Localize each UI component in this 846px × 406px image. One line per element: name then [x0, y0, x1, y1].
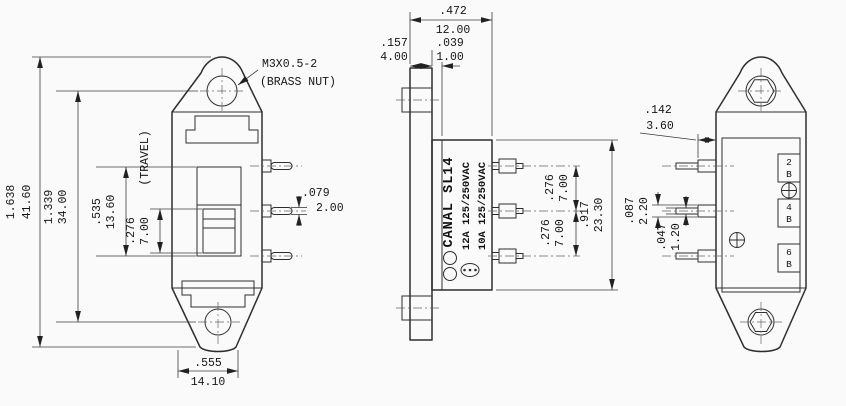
- terminal-2-code: B: [786, 169, 792, 180]
- back-terminal-pins: [662, 159, 734, 263]
- side-mounting-plate: [409, 67, 433, 341]
- dim-holes-mm: 34.00: [57, 190, 70, 225]
- back-view: 2 B 4 B 6 B: [624, 56, 807, 353]
- side-terminals: [488, 158, 580, 264]
- back-centerlines: [738, 68, 784, 344]
- dim-overall-in: 1.638: [5, 185, 18, 220]
- dim-pin-mm: 2.00: [316, 202, 344, 215]
- front-centerlines: [198, 68, 306, 344]
- brass-nut-note: M3X0.5-2 (BRASS NUT): [237, 58, 336, 89]
- dim-pitch-bot-mm: 7.00: [554, 219, 567, 247]
- terminal-6-code: B: [786, 259, 792, 270]
- terminal-4-code: B: [786, 214, 792, 225]
- phillips-screw-top: [781, 182, 797, 199]
- terminal-4-number: 4: [786, 202, 792, 213]
- dim-pin-in: .079: [302, 187, 330, 200]
- dim-slot-in: .535: [91, 198, 104, 226]
- side-view: CANAL SL14 12A 125/250VAC 10A 125/250VAC…: [380, 5, 618, 341]
- dim-step: .039 1.00: [436, 37, 464, 136]
- cqc-oval-mark: [460, 263, 480, 277]
- bottom-hex-nut: [749, 312, 773, 332]
- dim-side-width: .472 12.00: [409, 5, 493, 136]
- front-top-bracket: [185, 115, 259, 144]
- body-brand-text: CANAL SL14: [442, 156, 457, 247]
- front-view: 1.638 41.60 1.339 34.00 .535 13.60 (TRAV…: [5, 56, 344, 389]
- dim-travel: (TRAVEL) .276 7.00: [125, 130, 202, 254]
- front-outline: [171, 56, 263, 353]
- slider-knob: [202, 208, 236, 254]
- dim-offset-mm: 3.60: [646, 120, 674, 133]
- dim-slot: .535 13.60: [91, 166, 196, 257]
- dim-tab-mm: 14.10: [191, 376, 226, 389]
- s-safety-mark: [443, 267, 457, 281]
- body-rating2-text: 10A 125/250VAC: [477, 161, 489, 250]
- dim-term-w-in: .087: [624, 197, 637, 225]
- dim-width-mm: 12.00: [436, 24, 471, 37]
- dim-term-w-mm: 2.20: [638, 197, 651, 225]
- dim-tab-width: .555 14.10: [177, 350, 239, 389]
- certification-marks: [443, 251, 480, 281]
- top-hex-nut: [747, 79, 775, 103]
- dim-plate-mm: 4.00: [380, 51, 408, 64]
- body-rating1-text: 12A 125/250VAC: [461, 161, 473, 250]
- dim-travel-in: .276: [125, 217, 138, 245]
- dim-plate-thickness: .157 4.00: [380, 37, 433, 69]
- dim-terminal-width: .087 2.20: [624, 192, 697, 230]
- back-terminal-blocks: 2 B 4 B 6 B: [777, 153, 801, 273]
- dim-body-mm: 23.30: [593, 198, 606, 233]
- dim-hole-span: 1.339 34.00: [43, 90, 198, 323]
- dim-terminal-pitch: .276 7.00 .276 7.00: [540, 166, 579, 256]
- dim-pin-thickness: .079 2.00: [291, 187, 344, 226]
- dim-slot-mm: 13.60: [105, 195, 118, 230]
- note-thread-spec: M3X0.5-2: [262, 58, 317, 71]
- dim-step-in: .039: [436, 37, 464, 50]
- dim-pin-offset: .142 3.60: [639, 104, 716, 158]
- front-bottom-bracket: [181, 280, 255, 308]
- dim-width-in: .472: [439, 5, 467, 18]
- dim-offset-in: .142: [644, 104, 672, 117]
- terminal-2-number: 2: [786, 157, 792, 168]
- dim-overall-height: 1.638 41.60: [5, 56, 211, 348]
- dim-holes-in: 1.339: [43, 190, 56, 225]
- back-outline: [715, 56, 807, 353]
- dim-pitch-top-in: .276: [544, 174, 557, 202]
- slider-track: [196, 166, 242, 257]
- dim-pin-width: .047 1.20: [656, 196, 689, 251]
- phillips-screw-bottom: [729, 232, 745, 248]
- dim-travel-mm: 7.00: [139, 217, 152, 245]
- travel-label: (TRAVEL): [139, 130, 152, 185]
- terminal-6-number: 6: [786, 247, 792, 258]
- dim-pin-w-mm: 1.20: [670, 223, 683, 251]
- dim-tab-in: .555: [194, 357, 222, 370]
- dim-step-mm: 1.00: [436, 51, 464, 64]
- dim-body-in: .917: [579, 201, 592, 229]
- dim-pitch-bot-in: .276: [540, 219, 553, 247]
- dim-body-height: .917 23.30: [496, 139, 618, 291]
- note-brass-nut: (BRASS NUT): [260, 76, 336, 89]
- dim-pitch-top-mm: 7.00: [558, 174, 571, 202]
- dim-pin-w-in: .047: [656, 223, 669, 251]
- ul-recognized-mark: [443, 251, 457, 265]
- dim-overall-mm: 41.60: [21, 185, 34, 220]
- dim-plate-in: .157: [380, 37, 408, 50]
